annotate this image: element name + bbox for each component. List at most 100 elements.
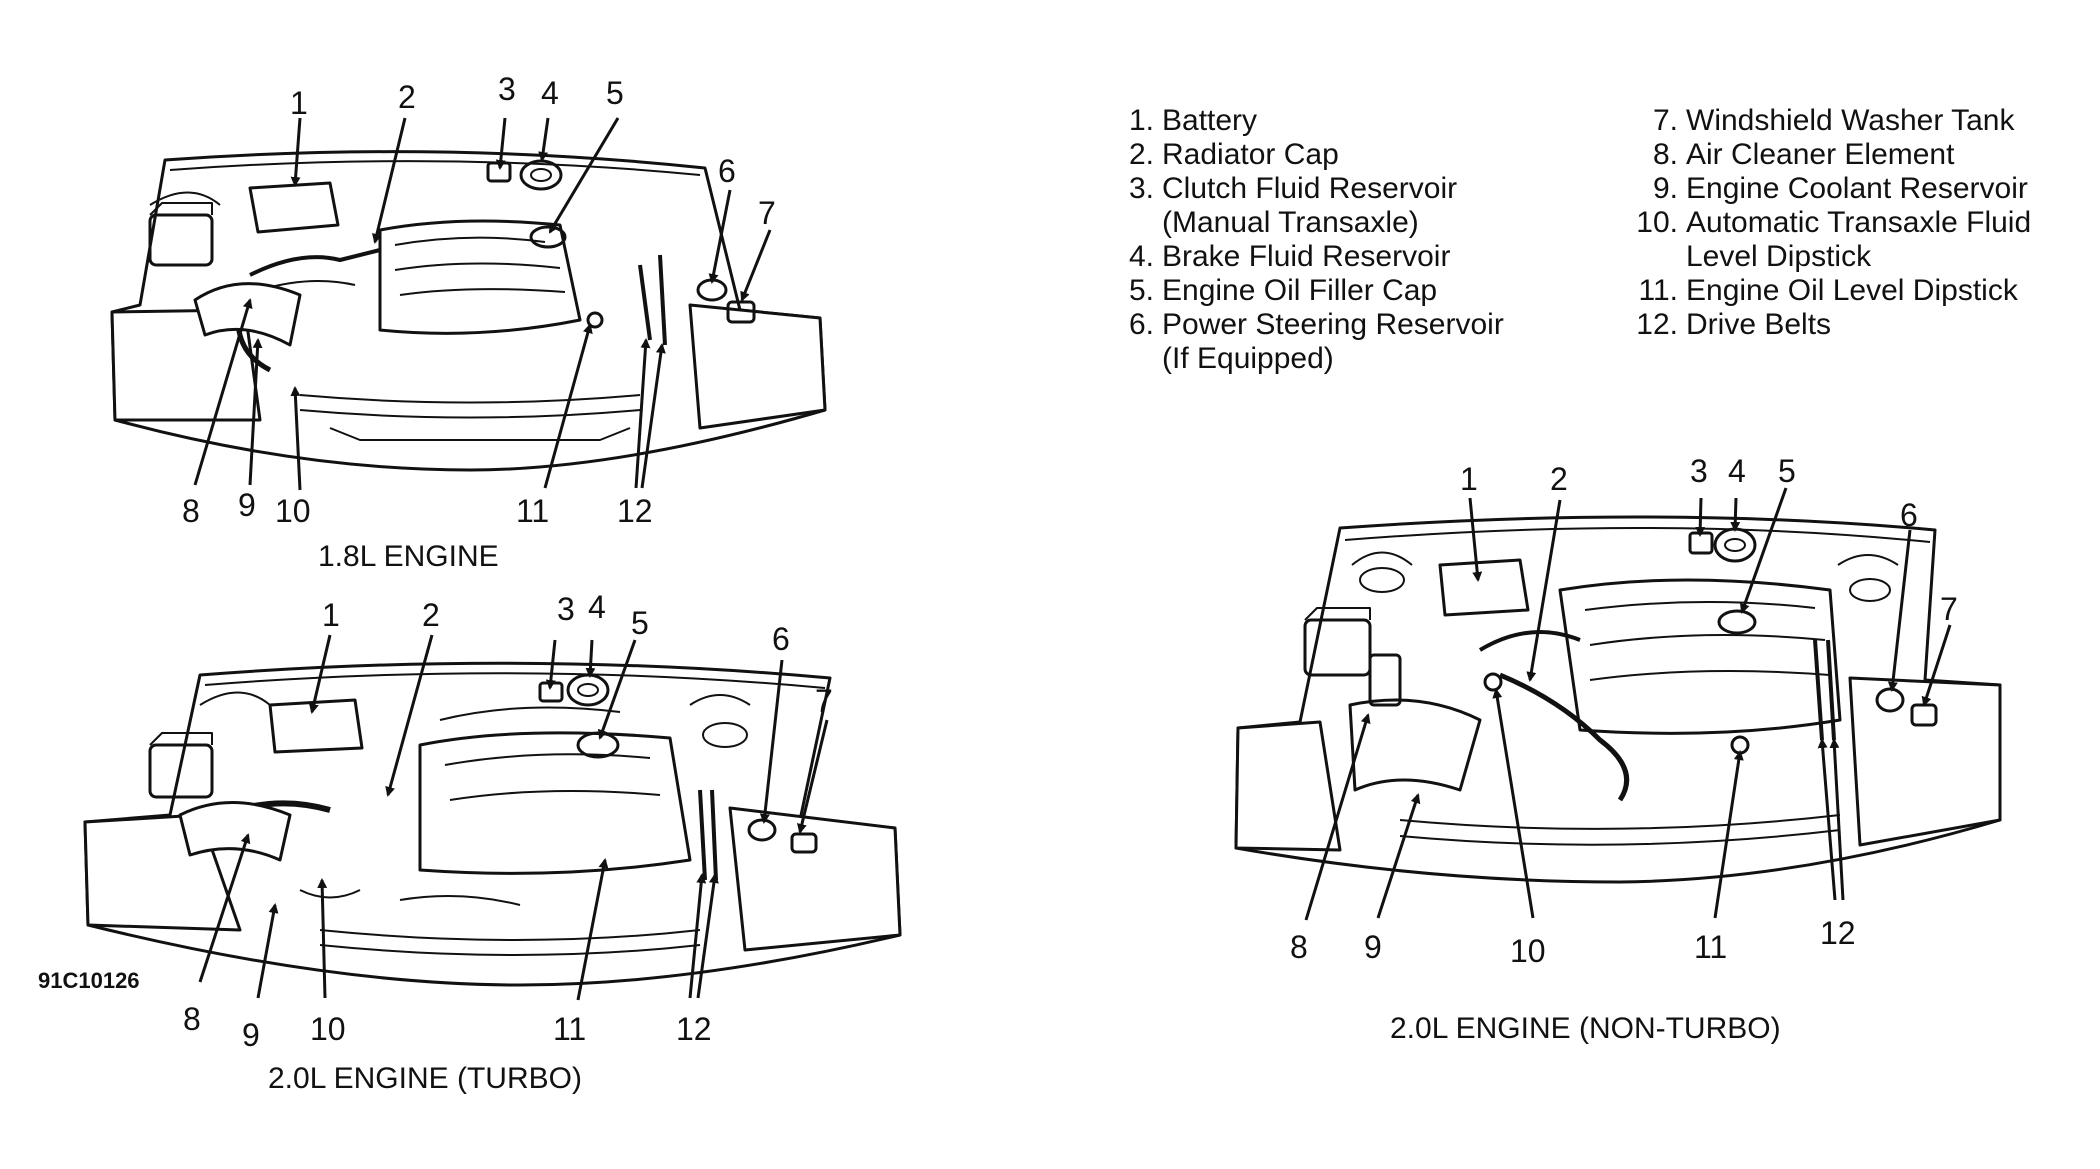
callout-number: 1 [1460, 461, 1478, 497]
callout-number: 12 [676, 1011, 712, 1047]
callout-number: 8 [1290, 929, 1308, 965]
legend-label: Engine Coolant Reservoir [1686, 172, 2028, 205]
callout-number: 7 [1940, 591, 1958, 627]
legend-number: 10. [1636, 206, 1678, 239]
legend-item: 1.Battery [1104, 104, 1504, 138]
legend-number: 4. [1128, 240, 1154, 273]
engine-2-0l-non-turbo-callouts: 1 2 3 4 5 6 7 8 9 10 11 12 [1290, 453, 1958, 969]
firewall [1344, 526, 1931, 543]
left-fender [1234, 720, 1342, 852]
legend-label-continued: (If Equipped) [1162, 342, 1334, 375]
air-cleaner [1348, 698, 1482, 792]
legend-number: 8. [1652, 138, 1678, 171]
firewall [169, 160, 701, 176]
battery [268, 698, 364, 754]
legend-label: Power Steering Reservoir [1162, 308, 1504, 341]
callout-number: 10 [1510, 933, 1546, 969]
engine-1-8l-diagram [110, 150, 827, 472]
legend-label: Brake Fluid Reservoir [1162, 240, 1451, 273]
callout-number: 6 [1900, 497, 1918, 533]
legend-item: 12.Drive Belts [1598, 308, 2031, 342]
callout-number: 9 [242, 1017, 260, 1053]
legend-label: Engine Oil Filler Cap [1162, 274, 1438, 307]
legend-number: 2. [1128, 138, 1154, 171]
legend-number: 9. [1652, 172, 1678, 205]
callout-number: 3 [498, 71, 516, 107]
legend-label: Engine Oil Level Dipstick [1686, 274, 2018, 307]
callout-number: 8 [182, 493, 200, 529]
callout-number: 11 [553, 1011, 586, 1047]
legend-item: 5.Engine Oil Filler Cap [1104, 274, 1504, 308]
callout-number: 1 [290, 85, 308, 121]
legend-item: 4.Brake Fluid Reservoir [1104, 240, 1504, 274]
right-fender [728, 806, 902, 952]
engine-bay-outline [83, 661, 902, 987]
callout-number: 5 [606, 75, 624, 111]
battery [1438, 558, 1530, 617]
legend-right: 7.Windshield Washer Tank 8.Air Cleaner E… [1598, 104, 2031, 342]
right-fender [688, 303, 827, 430]
callout-number: 10 [275, 493, 311, 529]
legend-label: Drive Belts [1686, 308, 1832, 341]
legend-number: 12. [1636, 308, 1678, 341]
callout-number: 7 [815, 683, 833, 719]
legend-number: 1. [1128, 104, 1154, 137]
callout-number: 2 [398, 79, 416, 115]
caption-1-8l-engine: 1.8L ENGINE [318, 540, 499, 573]
callout-number: 12 [617, 493, 653, 529]
legend-label: Air Cleaner Element [1686, 138, 1955, 171]
legend-item: 10.Automatic Transaxle Fluid [1598, 206, 2031, 240]
figure-id: 91C10126 [38, 968, 140, 993]
callout-number: 8 [183, 1001, 201, 1037]
callout-number: 4 [1728, 453, 1746, 489]
callout-number: 4 [588, 589, 606, 625]
callout-number: 11 [516, 493, 549, 529]
engine-2-0l-non-turbo-leaders [1304, 487, 1952, 921]
legend-label: Clutch Fluid Reservoir [1162, 172, 1458, 205]
engine-2-0l-turbo-callouts: 1 2 3 4 5 6 7 8 9 10 11 12 [183, 589, 833, 1053]
legend-item: 7.Windshield Washer Tank [1598, 104, 2031, 138]
callout-number: 6 [718, 153, 736, 189]
engine-2-0l-turbo-diagram [83, 661, 902, 987]
legend-label: Battery [1162, 104, 1258, 137]
callout-number: 1 [322, 597, 340, 633]
callout-number: 7 [758, 195, 776, 231]
callout-number: 10 [310, 1011, 346, 1047]
legend-label-continued: Level Dipstick [1686, 240, 1872, 273]
legend-label: Automatic Transaxle Fluid [1686, 206, 2032, 239]
legend-left: 1.Battery 2.Radiator Cap 3.Clutch Fluid … [1104, 104, 1504, 376]
engine-2-0l-non-turbo-diagram [1234, 515, 2002, 884]
engine-1-8l-callouts: 1 2 3 4 5 6 7 8 9 10 11 12 [182, 71, 776, 529]
right-fender [1848, 676, 2002, 847]
callout-number: 3 [1690, 453, 1708, 489]
callout-number: 2 [422, 597, 440, 633]
legend-number: 11. [1638, 274, 1678, 307]
legend-label: Radiator Cap [1162, 138, 1339, 171]
legend-item: 6.Power Steering Reservoir [1104, 308, 1504, 342]
engine-block [418, 731, 692, 875]
callout-number: 6 [772, 621, 790, 657]
engine-2-0l-turbo-leaders [198, 634, 829, 1001]
legend-label: Windshield Washer Tank [1686, 104, 2015, 137]
callout-number: 5 [1778, 453, 1796, 489]
callout-number: 12 [1820, 915, 1856, 951]
engine-block [378, 219, 582, 335]
legend-number: 7. [1652, 104, 1678, 137]
air-cleaner [193, 282, 302, 347]
battery [248, 181, 340, 234]
callout-number: 2 [1550, 461, 1568, 497]
legend-number: 3. [1128, 172, 1154, 205]
engine-bay-outline [110, 150, 827, 472]
caption-2-0l-turbo: 2.0L ENGINE (TURBO) [268, 1062, 582, 1095]
legend-item: 2.Radiator Cap [1104, 138, 1504, 172]
legend-number: 6. [1128, 308, 1154, 341]
legend-item: 11.Engine Oil Level Dipstick [1598, 274, 2031, 308]
legend-item: 3.Clutch Fluid Reservoir [1104, 172, 1504, 206]
legend-label-continued: (Manual Transaxle) [1162, 206, 1419, 239]
air-cleaner [178, 801, 292, 862]
legend-number: 5. [1128, 274, 1154, 307]
callout-number: 9 [238, 487, 256, 523]
callout-number: 11 [1694, 929, 1727, 965]
firewall [204, 672, 826, 689]
